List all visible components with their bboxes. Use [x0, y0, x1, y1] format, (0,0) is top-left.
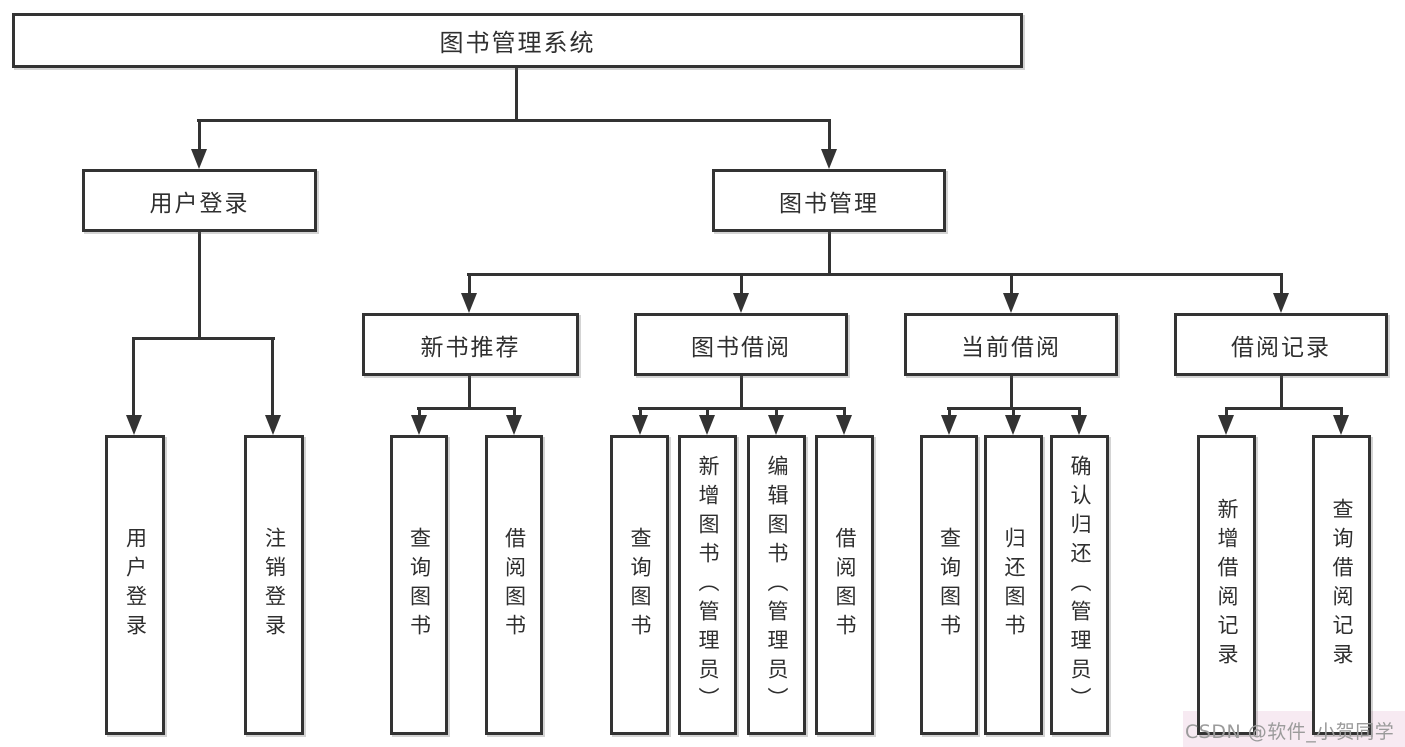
leaf-query-books-current: 查询图书 [920, 435, 978, 735]
connector-line [1012, 410, 1015, 418]
connector-line [417, 407, 516, 410]
node-library-management-system-label: 图书管理系统 [439, 29, 596, 57]
leaf-edit-book-admin: 编辑图书（管理员） [747, 435, 806, 735]
arrowhead-icon [836, 415, 852, 435]
arrowhead-icon [632, 415, 648, 435]
arrowhead-icon [699, 415, 715, 435]
leaf-return-book: 归还图书 [984, 435, 1043, 735]
node-user-login-label: 用户登录 [149, 190, 250, 217]
leaf-add-borrow-record: 新增借阅记录 [1197, 435, 1256, 735]
connector-line [947, 407, 1081, 410]
arrowhead-icon [265, 415, 281, 435]
connector-line [513, 410, 516, 418]
leaf-add-borrow-record-label: 新增借阅记录 [1215, 498, 1239, 672]
leaf-edit-book-admin-label: 编辑图书（管理员） [765, 454, 789, 716]
leaf-logout: 注销登录 [244, 435, 304, 735]
node-book-management: 图书管理 [712, 169, 946, 232]
connector-line [1225, 410, 1228, 418]
node-user-login: 用户登录 [82, 169, 317, 232]
watermark: CSDN @软件_小贺同学 [1185, 721, 1395, 743]
leaf-logout-label: 注销登录 [262, 527, 287, 643]
connector-line [1010, 276, 1013, 296]
connector-line [467, 273, 1283, 276]
leaf-query-books-current-label: 查询图书 [937, 527, 962, 643]
arrowhead-icon [1071, 415, 1087, 435]
connector-line [198, 232, 201, 340]
connector-line [132, 337, 275, 340]
node-current-borrow-label: 当前借阅 [961, 334, 1061, 361]
node-new-book-recommend-label: 新书推荐 [420, 334, 521, 361]
connector-line [515, 68, 518, 122]
arrowhead-icon [821, 149, 837, 169]
arrowhead-icon [1003, 293, 1019, 313]
connector-line [828, 232, 831, 276]
node-borrow-records: 借阅记录 [1174, 313, 1388, 376]
leaf-confirm-return-admin: 确认归还（管理员） [1050, 435, 1109, 735]
connector-line [132, 340, 135, 417]
arrowhead-icon [411, 415, 427, 435]
arrowhead-icon [506, 415, 522, 435]
leaf-confirm-return-admin-label: 确认归还（管理员） [1068, 454, 1092, 716]
node-book-borrow: 图书借阅 [634, 313, 848, 376]
leaf-query-books-recommend: 查询图书 [390, 435, 448, 735]
arrowhead-icon [1005, 415, 1021, 435]
arrowhead-icon [1218, 415, 1234, 435]
connector-line [828, 122, 831, 152]
connector-line [639, 410, 642, 418]
leaf-add-book-admin: 新增图书（管理员） [678, 435, 737, 735]
leaf-user-login-label: 用户登录 [123, 527, 148, 643]
leaf-query-borrow-record-label: 查询借阅记录 [1330, 498, 1354, 672]
connector-line [271, 340, 274, 417]
connector-line [740, 276, 743, 296]
connector-line [418, 410, 421, 418]
connector-line [843, 410, 846, 418]
connector-line [706, 410, 709, 418]
leaf-query-borrow-record: 查询借阅记录 [1312, 435, 1371, 735]
arrowhead-icon [126, 415, 142, 435]
node-borrow-records-label: 借阅记录 [1231, 334, 1331, 361]
connector-line [1280, 376, 1283, 410]
arrowhead-icon [1333, 415, 1349, 435]
connector-line [775, 410, 778, 418]
node-book-borrow-label: 图书借阅 [691, 334, 791, 361]
connector-line [1010, 376, 1013, 410]
node-book-management-label: 图书管理 [779, 190, 879, 217]
node-new-book-recommend: 新书推荐 [362, 313, 579, 376]
connector-line [468, 276, 471, 296]
node-current-borrow: 当前借阅 [904, 313, 1118, 376]
leaf-borrow-books-recommend-label: 借阅图书 [502, 527, 527, 643]
connector-line [740, 376, 743, 410]
connector-line [197, 119, 831, 122]
arrowhead-icon [191, 149, 207, 169]
leaf-query-books-borrow: 查询图书 [610, 435, 669, 735]
leaf-borrow-books: 借阅图书 [815, 435, 874, 735]
connector-line [198, 122, 201, 152]
node-library-management-system: 图书管理系统 [12, 13, 1023, 68]
arrowhead-icon [733, 293, 749, 313]
leaf-query-books-borrow-label: 查询图书 [628, 527, 652, 643]
arrowhead-icon [461, 293, 477, 313]
connector-line [1280, 276, 1283, 296]
arrowhead-icon [941, 415, 957, 435]
leaf-user-login: 用户登录 [105, 435, 165, 735]
connector-line [1340, 410, 1343, 418]
connector-line [1225, 407, 1343, 410]
leaf-borrow-books-recommend: 借阅图书 [485, 435, 543, 735]
connector-line [948, 410, 951, 418]
leaf-add-book-admin-label: 新增图书（管理员） [696, 454, 720, 716]
connector-line [1078, 410, 1081, 418]
leaf-return-book-label: 归还图书 [1002, 527, 1026, 643]
leaf-query-books-recommend-label: 查询图书 [407, 527, 432, 643]
arrowhead-icon [768, 415, 784, 435]
arrowhead-icon [1273, 293, 1289, 313]
connector-line [468, 376, 471, 410]
connector-line [638, 407, 846, 410]
leaf-borrow-books-label: 借阅图书 [833, 527, 857, 643]
